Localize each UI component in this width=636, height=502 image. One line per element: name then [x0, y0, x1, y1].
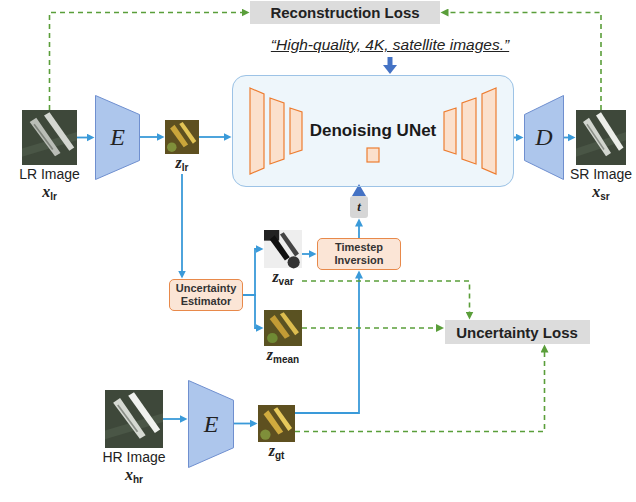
latent-picture — [165, 120, 199, 154]
trapezoid-shape — [189, 381, 234, 468]
picture-frame — [264, 310, 302, 346]
module-box: Timestep Inversion — [317, 238, 401, 270]
module-box: Uncertainty Estimator — [169, 279, 243, 311]
unet-title: Denoising UNet — [306, 120, 441, 142]
loss-box: Uncertainty Loss — [445, 320, 590, 344]
variable-symbol: x — [125, 466, 133, 483]
variable-symbol: z — [272, 268, 278, 285]
connector — [302, 327, 437, 329]
unet-layers — [250, 88, 496, 174]
variable-subscript: mean — [273, 354, 299, 365]
image-thumbnail: HR Imagexhr — [85, 390, 183, 486]
variance-picture — [264, 230, 302, 268]
loss-box: Reconstruction Loss — [250, 1, 440, 24]
connector — [295, 352, 545, 432]
unet-box: Denoising UNet — [232, 75, 514, 187]
connector — [181, 174, 183, 271]
prompt-text: “High-quality, 4K, satellite images.” — [271, 36, 509, 53]
picture-frame — [258, 405, 295, 442]
latent-thumbnail: zgt — [238, 405, 315, 462]
latent-thumbnail: zlr — [145, 120, 219, 174]
picture-frame — [576, 110, 626, 165]
box-label: Reconstruction Loss — [270, 4, 419, 21]
decoder-trapezoid: D — [524, 95, 564, 180]
gt-picture — [258, 405, 295, 442]
variable-subscript: lr — [182, 162, 189, 173]
picture-frame — [165, 120, 199, 154]
connector — [163, 418, 180, 420]
prompt-arrow — [383, 57, 397, 74]
variable-symbol: x — [592, 183, 600, 200]
encoder-trapezoid: E — [188, 380, 234, 468]
picture-frame — [264, 230, 302, 268]
variable-label: xsr — [556, 183, 636, 203]
variable-subscript: sr — [600, 191, 609, 202]
connector — [302, 281, 470, 312]
lr-picture — [22, 110, 77, 165]
encoder-trapezoid: E — [95, 95, 140, 180]
connector — [77, 137, 87, 139]
picture-frame — [105, 390, 163, 448]
picture-frame — [22, 110, 77, 165]
hr-picture — [105, 390, 163, 448]
connector — [302, 253, 309, 255]
image-label: SR Image — [556, 165, 636, 183]
variable-symbol: z — [176, 154, 182, 171]
box-label: Uncertainty Estimator — [174, 282, 238, 308]
image-label: HR Image — [85, 448, 183, 466]
latent-thumbnail: zmean — [244, 310, 322, 366]
box-label: Uncertainty Loss — [456, 324, 578, 341]
module-letter: D — [535, 124, 552, 151]
connector — [243, 249, 256, 295]
module-letter: E — [204, 411, 219, 438]
connector — [295, 278, 359, 413]
timestep-box: t — [350, 196, 368, 218]
module-letter: E — [110, 124, 125, 151]
variable-label: xlr — [2, 183, 97, 203]
variable-subscript: var — [279, 276, 294, 287]
sr-picture — [576, 110, 626, 165]
connector — [199, 136, 224, 138]
connector — [243, 295, 256, 328]
image-thumbnail: LR Imagexlr — [2, 110, 97, 203]
trapezoid-shape — [525, 96, 564, 180]
image-label: LR Image — [2, 165, 97, 183]
variable-label: xhr — [85, 466, 183, 486]
connector — [448, 13, 601, 111]
variable-symbol: z — [267, 346, 273, 363]
variable-label: zvar — [244, 268, 322, 288]
variable-subscript: lr — [50, 191, 57, 202]
image-thumbnail: SR Imagexsr — [556, 110, 636, 203]
variable-label: zgt — [238, 442, 315, 462]
box-label: t — [357, 199, 361, 215]
variable-subscript: hr — [133, 474, 143, 485]
connector — [50, 13, 243, 111]
variable-subscript: gt — [275, 450, 284, 461]
variable-symbol: z — [269, 442, 275, 459]
trapezoid-shape — [96, 96, 140, 180]
mean-picture — [264, 310, 302, 346]
connector — [140, 136, 157, 138]
box-label: Timestep Inversion — [322, 241, 396, 267]
unet-fill — [232, 75, 514, 187]
connector — [234, 423, 250, 425]
variable-label: zmean — [244, 346, 322, 366]
connector — [514, 137, 516, 139]
connector — [358, 226, 360, 238]
variable-symbol: x — [42, 183, 50, 200]
connector — [564, 137, 568, 139]
prompt-text: “High-quality, 4K, satellite images.” — [200, 36, 580, 54]
latent-thumbnail: zvar — [244, 230, 322, 288]
variable-label: zlr — [145, 154, 219, 174]
